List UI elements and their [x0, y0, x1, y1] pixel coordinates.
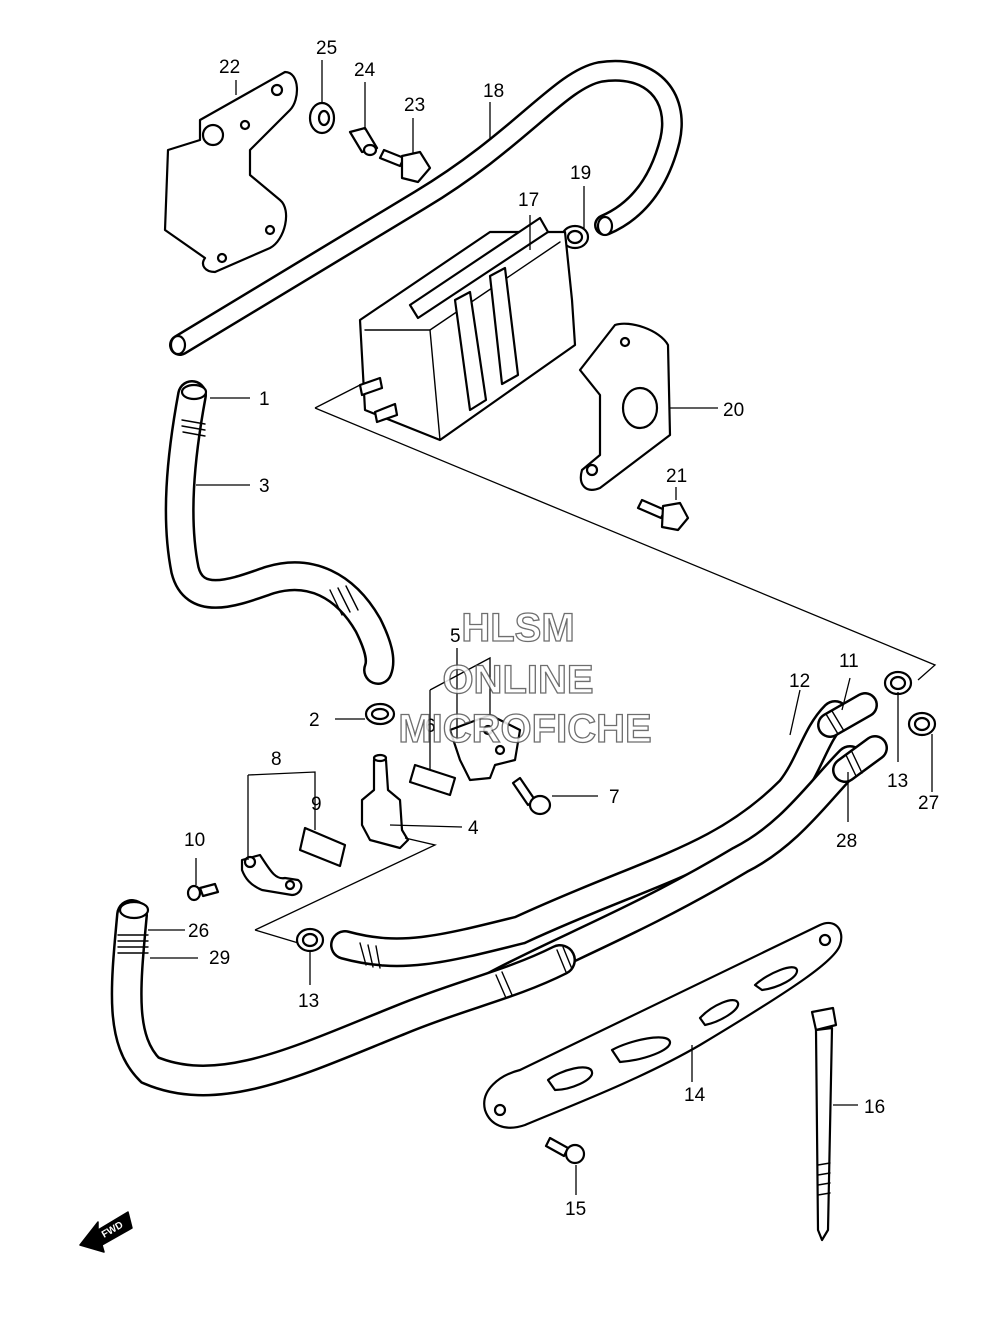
part-13-clamp-upper[interactable] [883, 670, 913, 696]
part-5-bracket[interactable] [448, 713, 522, 782]
part-15-screw[interactable] [544, 1136, 586, 1165]
watermark-line-1: HLSM [461, 606, 574, 650]
callout-10: 10 [184, 830, 205, 851]
callout-8: 8 [271, 749, 282, 770]
callout-17: 17 [518, 190, 539, 211]
part-11-hose-end[interactable] [817, 692, 888, 783]
callout-19: 19 [570, 163, 591, 184]
callout-16: 16 [864, 1097, 885, 1118]
part-22-bracket[interactable] [163, 70, 298, 274]
forward-direction-arrow: FWD [79, 1211, 133, 1253]
callout-7: 7 [609, 787, 620, 808]
part-18-vent-hose[interactable] [169, 59, 683, 356]
leader-lines [148, 60, 933, 1195]
part-13-clamp-lower[interactable] [295, 927, 325, 953]
callout-6: 6 [425, 716, 436, 737]
part-24-collar[interactable] [348, 126, 379, 157]
callout-27: 27 [918, 793, 939, 814]
part-12-hose-end-bands [359, 942, 381, 969]
part-26-hose-end[interactable] [117, 900, 150, 954]
watermark-line-3: MICROFICHE [398, 707, 651, 751]
callout-18: 18 [483, 81, 504, 102]
callout-12: 12 [789, 671, 810, 692]
part-29-hose[interactable] [110, 899, 576, 1097]
part-27-clamp[interactable] [907, 711, 937, 737]
callout-24: 24 [354, 60, 376, 81]
callout-28: 28 [836, 831, 857, 852]
part-21-bolt[interactable] [636, 498, 690, 532]
callout-20: 20 [723, 400, 744, 421]
callout-13-lower: 13 [298, 991, 319, 1012]
part-14-stay[interactable] [483, 921, 843, 1129]
callout-23: 23 [404, 95, 425, 116]
part-23-bolt[interactable] [378, 148, 432, 184]
part-10-screw[interactable] [186, 882, 220, 902]
callout-numbers: 1 3 2 4 5 6 7 8 9 10 11 12 13 13 27 28 2… [184, 38, 939, 1220]
callout-14: 14 [684, 1085, 706, 1106]
part-8-clip[interactable] [240, 853, 303, 897]
callout-1: 1 [259, 389, 270, 410]
part-6-pad[interactable] [408, 763, 457, 797]
part-17-charcoal-canister[interactable] [358, 216, 577, 442]
callout-25: 25 [316, 38, 337, 59]
callout-13-upper: 13 [887, 771, 908, 792]
callout-22: 22 [219, 57, 240, 78]
assembly-reference-line [314, 384, 937, 681]
callout-9: 9 [311, 794, 322, 815]
callout-5: 5 [450, 626, 461, 647]
watermark: HLSM ONLINE MICROFICHE [398, 605, 653, 751]
callout-21: 21 [666, 466, 687, 487]
part-7-screw[interactable] [511, 776, 552, 816]
callout-26: 26 [188, 921, 209, 942]
callout-2: 2 [309, 710, 320, 731]
callout-11: 11 [839, 651, 859, 672]
part-3-hose[interactable] [164, 380, 395, 685]
callout-15: 15 [565, 1199, 586, 1220]
part-4-fitting[interactable] [360, 753, 410, 850]
part-2-clamp[interactable] [364, 702, 396, 726]
callout-29: 29 [209, 948, 230, 969]
part-9-pad[interactable] [298, 826, 347, 868]
part-25-grommet[interactable] [308, 101, 336, 135]
watermark-line-2: ONLINE [442, 658, 593, 702]
part-20-canister-bracket[interactable] [578, 322, 672, 491]
callout-3: 3 [259, 476, 270, 497]
part-16-cable-tie[interactable] [810, 1006, 838, 1242]
callout-4: 4 [468, 818, 479, 839]
part-12-hose[interactable] [330, 700, 850, 968]
